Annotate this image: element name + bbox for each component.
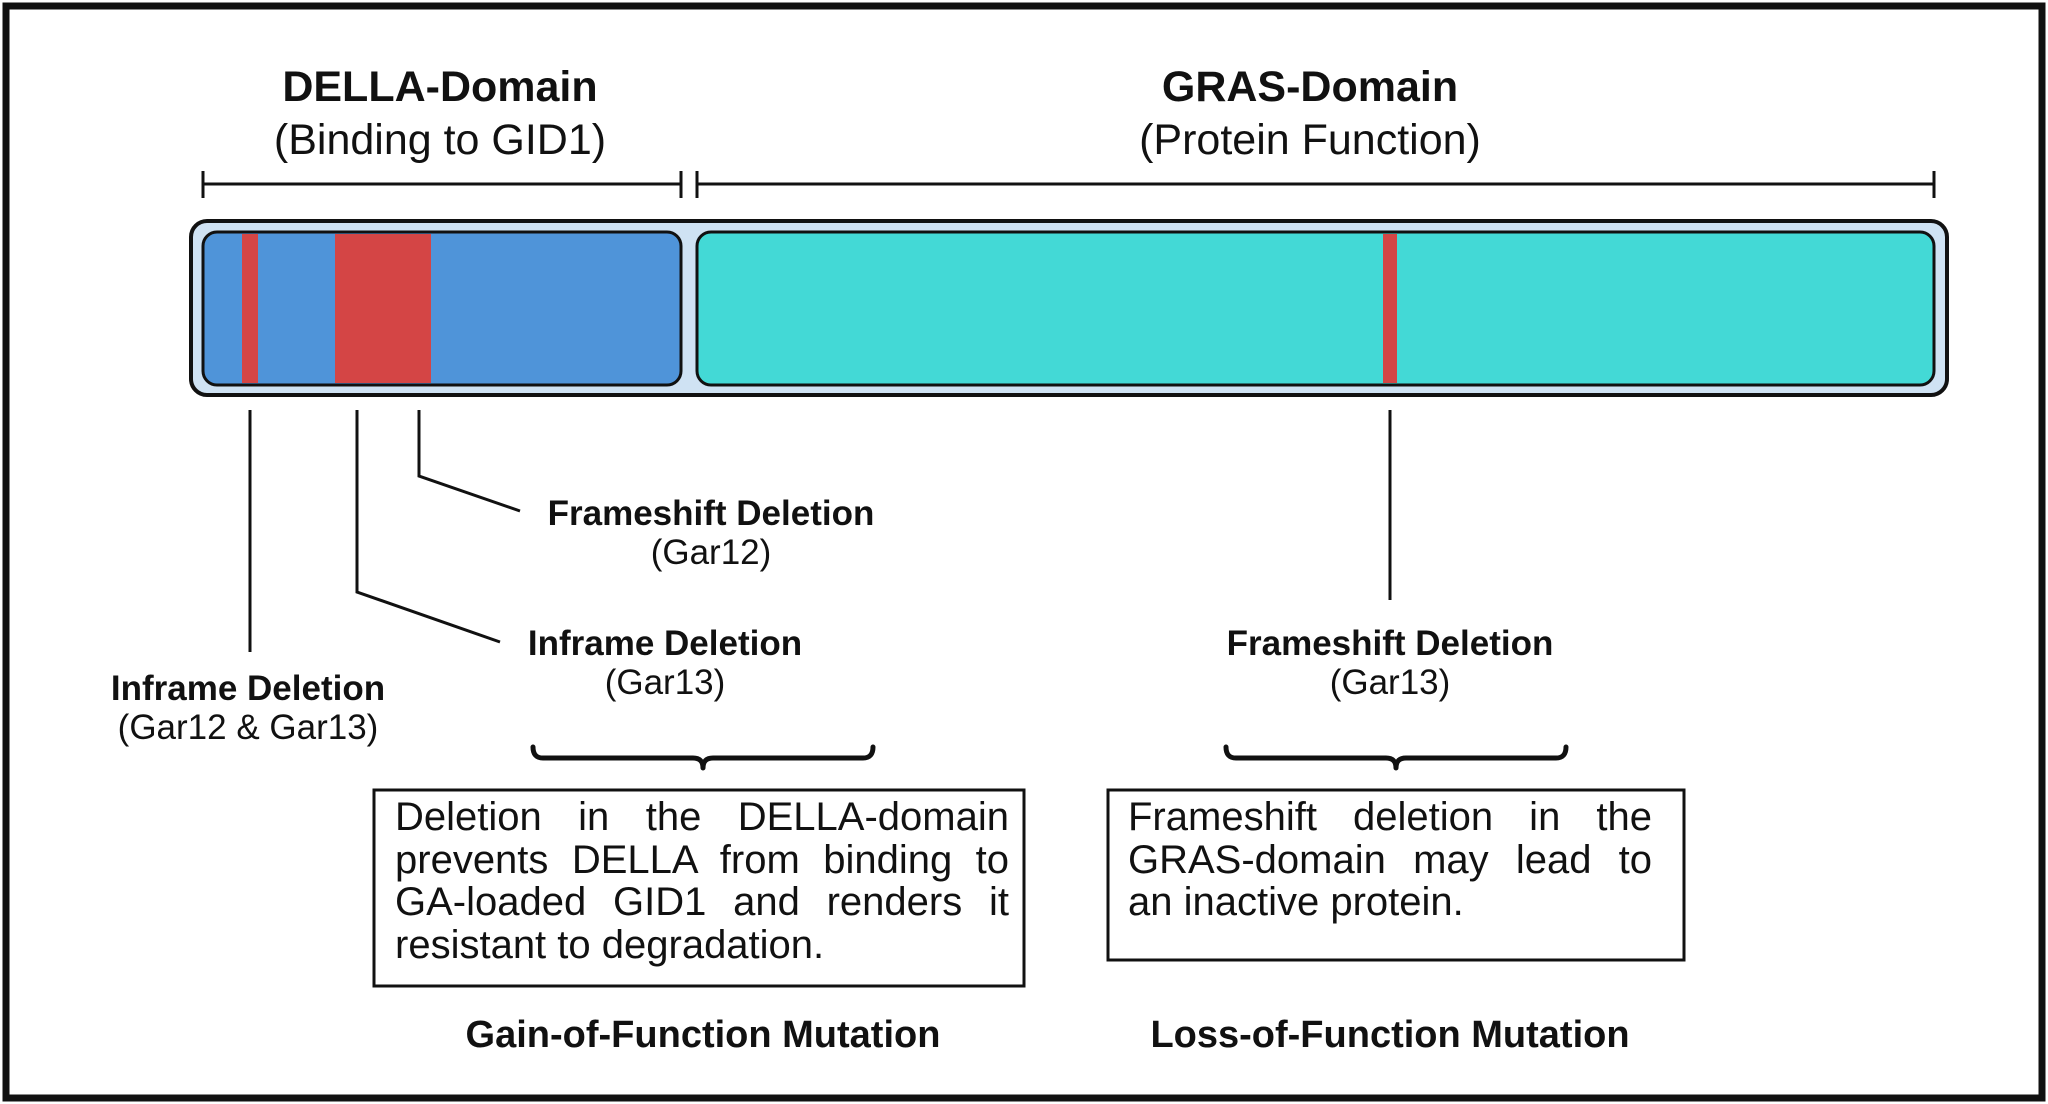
mutation-detail: (Gar12 & Gar13) [118, 708, 379, 747]
deletion-mark-frameshift-gar13 [1383, 234, 1397, 383]
loss-description-text: Frameshift deletion in the GRAS-domain m… [1128, 795, 1652, 924]
della-domain-subtitle: (Binding to GID1) [274, 116, 606, 164]
mutation-detail: (Gar13) [605, 663, 726, 702]
mutation-title: Inframe Deletion [111, 669, 385, 708]
deletion-mark-inframe-gar13 [335, 234, 431, 383]
della-domain-title: DELLA-Domain [282, 63, 597, 111]
gras-domain-block [695, 230, 1936, 387]
gain-group-brace [530, 744, 876, 771]
leader-line-frameshift-gar12 [417, 410, 521, 513]
loss-group-brace [1223, 744, 1569, 771]
gras-domain-span [695, 171, 1936, 198]
loss-of-function-label: Loss-of-Function Mutation [1150, 1014, 1629, 1056]
mutation-title: Inframe Deletion [528, 624, 802, 663]
della-domain-block [201, 230, 683, 387]
mutation-title: Frameshift Deletion [548, 494, 875, 533]
gras-domain-title: GRAS-Domain [1162, 63, 1458, 111]
leader-lines [248, 410, 1392, 652]
gain-description-box [372, 788, 1026, 988]
mutation-detail: (Gar12) [651, 533, 772, 572]
mutation-detail: (Gar13) [1330, 663, 1451, 702]
della-domain-span [201, 171, 683, 198]
deletion-mark-inframe-gar12-gar13 [242, 234, 258, 383]
mutation-title: Frameshift Deletion [1227, 624, 1554, 663]
leader-line-inframe-gar13 [355, 410, 501, 644]
gain-of-function-label: Gain-of-Function Mutation [466, 1014, 941, 1056]
gras-domain-subtitle: (Protein Function) [1139, 116, 1481, 164]
loss-description-box [1106, 788, 1686, 962]
gain-description-text: Deletion in the DELLA-domain prevents DE… [395, 795, 1009, 967]
